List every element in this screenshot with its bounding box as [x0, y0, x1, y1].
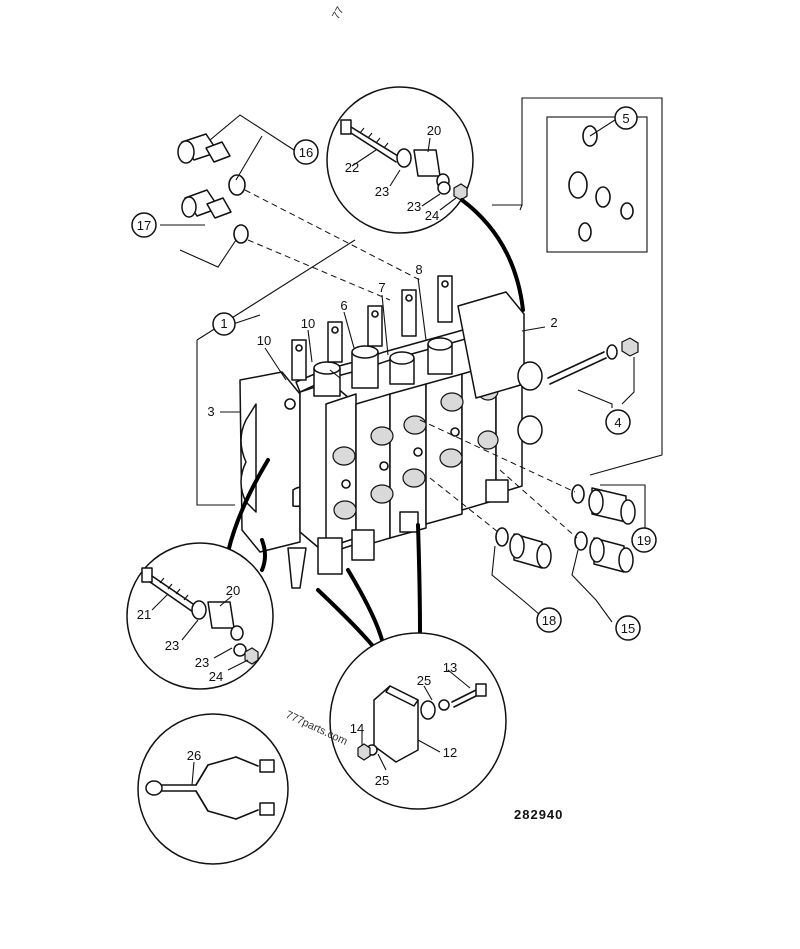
fitting-18	[495, 527, 552, 569]
watermark-top: 77	[330, 5, 347, 22]
callout-23-left-a: 23	[165, 638, 179, 653]
callout-6: 6	[340, 298, 347, 313]
callout-24-left: 24	[209, 669, 223, 684]
callout-12: 12	[443, 745, 457, 760]
callout-15: 15	[621, 621, 635, 636]
figure-reference: 282940	[514, 807, 563, 822]
detail-circle-bracket	[329, 632, 507, 810]
detail-circle-hose	[137, 713, 289, 865]
callout-2: 2	[550, 315, 557, 330]
callout-10-left: 10	[257, 333, 271, 348]
callout-20-top: 20	[427, 123, 441, 138]
callout-19: 19	[637, 533, 651, 548]
callout-26: 26	[187, 748, 201, 763]
callout-23-top-b: 23	[407, 199, 421, 214]
fitting-15	[574, 531, 634, 573]
seal-kit-box	[546, 116, 648, 253]
callout-21: 21	[137, 607, 151, 622]
callout-24-top: 24	[425, 208, 439, 223]
callout-22: 22	[345, 160, 359, 175]
fitting-19	[571, 484, 636, 525]
callout-3: 3	[207, 404, 214, 419]
callout-circles	[131, 106, 657, 641]
callout-leaders	[151, 137, 546, 753]
callout-16: 16	[299, 145, 313, 160]
detail-circle-left	[126, 542, 274, 690]
fitting-16	[177, 133, 246, 196]
callout-8: 8	[415, 262, 422, 277]
callout-23-left-b: 23	[195, 655, 209, 670]
tie-rod-4	[547, 337, 639, 408]
callout-18: 18	[542, 613, 556, 628]
valve-block	[239, 275, 543, 589]
callout-20-left: 20	[226, 583, 240, 598]
callout-25-top: 25	[417, 673, 431, 688]
callout-1: 1	[220, 316, 227, 331]
callout-labels: 1 2 3 4 5 6 7 8 10 10 12 13 14 15 16 17 …	[137, 111, 651, 788]
callout-17: 17	[137, 218, 151, 233]
callout-13: 13	[443, 660, 457, 675]
fitting-17	[181, 189, 249, 244]
callout-5: 5	[622, 111, 629, 126]
callout-25-bottom: 25	[375, 773, 389, 788]
callout-14: 14	[350, 721, 364, 736]
callout-7: 7	[378, 280, 385, 295]
callout-23-top-a: 23	[375, 184, 389, 199]
callout-10-right: 10	[301, 316, 315, 331]
leaders-16-17	[160, 114, 421, 301]
callout-4: 4	[614, 415, 621, 430]
